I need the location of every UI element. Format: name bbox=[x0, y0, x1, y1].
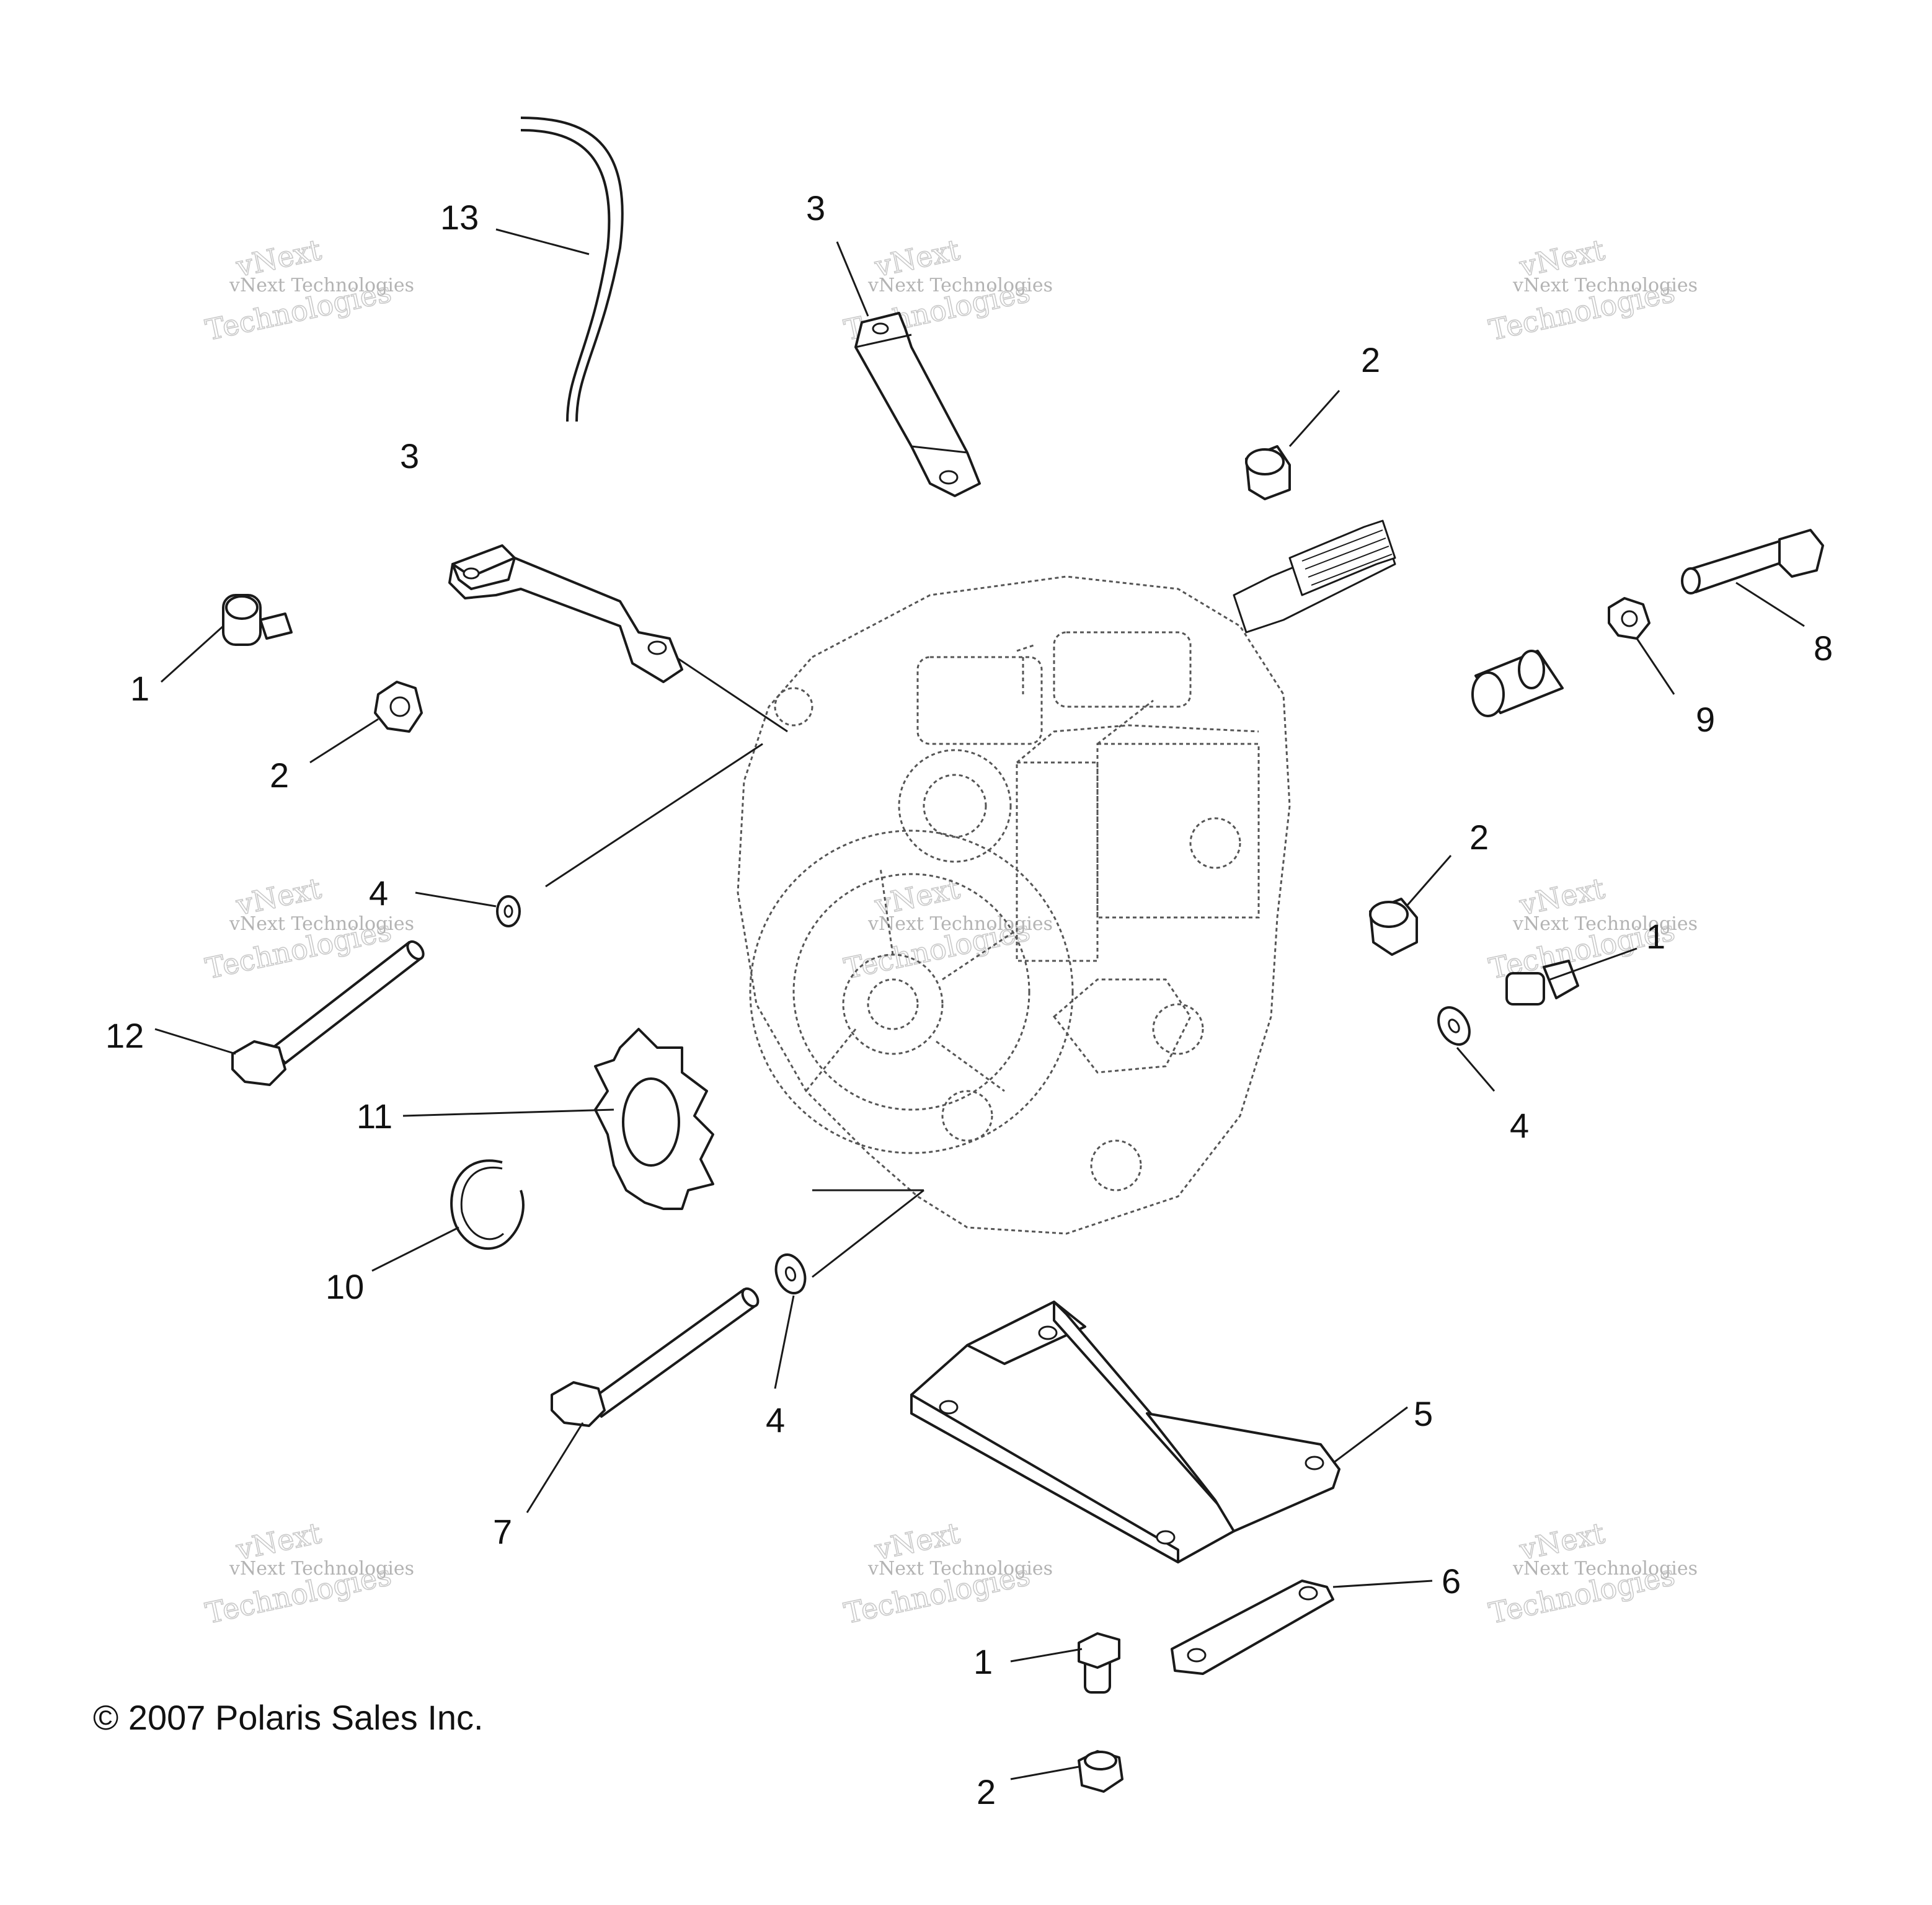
callout-labels: 13 3 3 2 1 2 8 9 4 2 1 12 4 11 10 4 5 7 … bbox=[105, 188, 1833, 1811]
washer-4-left bbox=[496, 895, 521, 927]
snap-ring-10 bbox=[450, 1159, 525, 1250]
callout-6: 6 bbox=[1442, 1562, 1461, 1601]
nut-2-bottom bbox=[1078, 1750, 1123, 1793]
bolt-1-bottom bbox=[1078, 1632, 1120, 1694]
watermark-bl: vNext vNext Technologies Technologies bbox=[202, 1516, 414, 1631]
callout-8: 8 bbox=[1814, 629, 1833, 668]
strap-6 bbox=[1171, 1580, 1334, 1675]
svg-text:vNext Technologies: vNext Technologies bbox=[229, 275, 414, 296]
watermark-bc: vNext vNext Technologies Technologies bbox=[841, 1516, 1053, 1631]
hose bbox=[520, 117, 624, 422]
nut-2-top-right bbox=[1245, 445, 1291, 500]
washer-4-bottom bbox=[774, 1253, 807, 1294]
nut-2-right bbox=[1369, 898, 1418, 956]
watermark-br: vNext vNext Technologies Technologies bbox=[1486, 1516, 1698, 1631]
callout-3-left: 3 bbox=[400, 436, 419, 475]
svg-text:vNext Technologies: vNext Technologies bbox=[229, 913, 414, 935]
svg-text:vNext Technologies: vNext Technologies bbox=[1512, 913, 1698, 935]
svg-text:vNext Technologies: vNext Technologies bbox=[1512, 275, 1698, 296]
gearcase-assembly bbox=[545, 519, 1396, 1278]
bolt-8 bbox=[1681, 529, 1824, 594]
mount-plate-5 bbox=[910, 1301, 1340, 1563]
callout-2-right: 2 bbox=[1469, 818, 1489, 857]
callout-2-bottom: 2 bbox=[977, 1772, 996, 1811]
callout-12: 12 bbox=[105, 1016, 144, 1055]
sprocket-11 bbox=[594, 1028, 714, 1210]
svg-text:vNext Technologies: vNext Technologies bbox=[867, 275, 1053, 296]
bolt-7 bbox=[551, 1287, 760, 1427]
callout-1-right: 1 bbox=[1646, 917, 1665, 956]
spacer bbox=[1471, 650, 1564, 717]
callout-1-bottom: 1 bbox=[973, 1642, 993, 1681]
watermark-tc: vNext vNext Technologies Technologies bbox=[841, 232, 1053, 348]
watermark-tr: vNext vNext Technologies Technologies bbox=[1486, 232, 1698, 348]
nut-9 bbox=[1608, 597, 1651, 640]
bolt-1-top-left bbox=[222, 594, 293, 646]
callout-leaders bbox=[154, 228, 1805, 1780]
svg-text:vNext Technologies: vNext Technologies bbox=[229, 1558, 414, 1580]
nut-2-left bbox=[374, 681, 423, 733]
svg-text:vNext Technologies: vNext Technologies bbox=[867, 1558, 1053, 1580]
callout-9: 9 bbox=[1696, 700, 1715, 739]
svg-text:vNext Technologies: vNext Technologies bbox=[1512, 1558, 1698, 1580]
watermark-mr: vNext vNext Technologies Technologies bbox=[1486, 871, 1698, 986]
callout-4-left: 4 bbox=[369, 873, 388, 913]
washer-4-right bbox=[1437, 1006, 1471, 1046]
callout-10: 10 bbox=[326, 1267, 364, 1306]
bracket-top bbox=[854, 312, 981, 497]
callout-3-top: 3 bbox=[806, 188, 825, 228]
callout-2-left: 2 bbox=[270, 756, 289, 795]
callout-4-right: 4 bbox=[1510, 1106, 1529, 1145]
watermark-tl: vNext vNext Technologies Technologies bbox=[202, 232, 414, 348]
callout-5: 5 bbox=[1414, 1394, 1433, 1433]
callout-7: 7 bbox=[493, 1512, 512, 1551]
copyright-notice: © 2007 Polaris Sales Inc. bbox=[93, 1698, 484, 1737]
svg-text:vNext Technologies: vNext Technologies bbox=[867, 913, 1053, 935]
callout-13: 13 bbox=[440, 198, 479, 237]
callout-4-bottom: 4 bbox=[766, 1400, 785, 1439]
bracket-left bbox=[448, 544, 683, 683]
bolt-12 bbox=[231, 940, 425, 1086]
callout-1-top-left: 1 bbox=[130, 669, 149, 708]
callout-11: 11 bbox=[357, 1097, 392, 1136]
bolt-1-right bbox=[1505, 960, 1579, 1006]
watermark-mc: vNext vNext Technologies Technologies bbox=[841, 871, 1053, 986]
callout-2-top-right: 2 bbox=[1361, 340, 1380, 379]
